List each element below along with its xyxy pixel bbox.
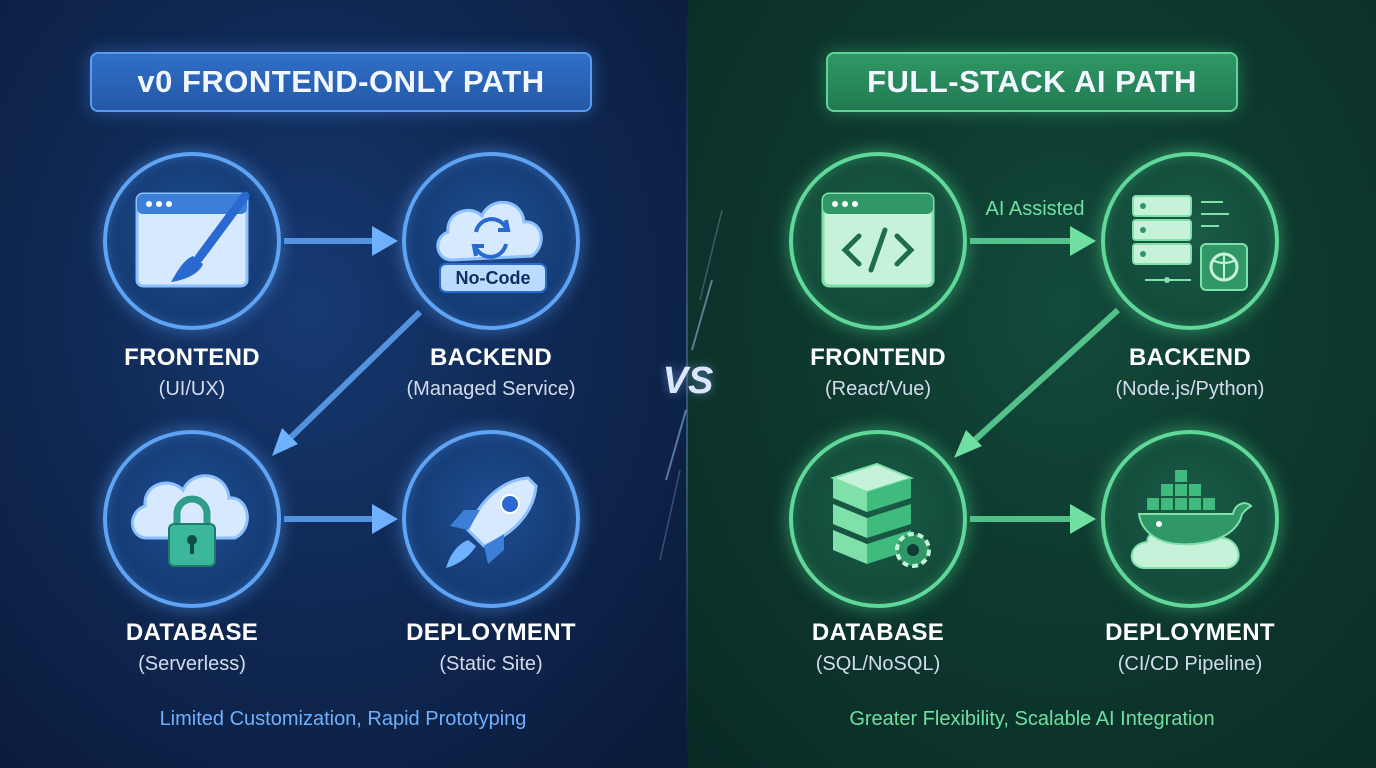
right-backend-title: BACKEND (1128, 344, 1252, 371)
right-deployment-node (1101, 430, 1279, 608)
right-deployment-title: DEPLOYMENT (1105, 619, 1275, 646)
docker-whale-cloud-icon (1130, 470, 1253, 569)
left-frontend-subtitle: (UI/UX) (158, 378, 226, 400)
right-path-title: FULL-STACK AI PATH (826, 52, 1238, 112)
right-footer-caption: Greater Flexibility, Scalable AI Integra… (849, 708, 1215, 730)
left-database-title: DATABASE (125, 619, 259, 646)
no-code-badge: No-Code (455, 268, 531, 288)
cloud-lock-icon (131, 474, 249, 567)
left-database-subtitle: (Serverless) (138, 653, 246, 675)
left-backend-subtitle: (Managed Service) (406, 378, 576, 400)
right-database-subtitle: (SQL/NoSQL) (815, 653, 941, 675)
left-deployment-label: DEPLOYMENT (Static Site) (371, 619, 611, 676)
right-deployment-subtitle: (CI/CD Pipeline) (1117, 653, 1263, 675)
left-frontend-label: FRONTEND (UI/UX) (72, 344, 312, 401)
server-ai-chip-icon (1132, 195, 1248, 291)
right-frontend-node (789, 152, 967, 330)
left-deployment-node (402, 430, 580, 608)
left-backend-title: BACKEND (429, 344, 553, 371)
center-divider (686, 0, 688, 768)
left-frontend-title: FRONTEND (124, 344, 260, 371)
left-footer-caption: Limited Customization, Rapid Prototyping (159, 708, 527, 730)
left-backend-label: BACKEND (Managed Service) (371, 344, 611, 401)
left-frontend-node (103, 152, 281, 330)
right-backend-node (1101, 152, 1279, 330)
database-gear-icon (830, 462, 931, 568)
browser-paintbrush-icon (135, 191, 250, 288)
right-frontend-label: FRONTEND (React/Vue) (758, 344, 998, 401)
left-arrow-frontend-to-backend (284, 226, 398, 256)
right-backend-subtitle: (Node.js/Python) (1115, 378, 1265, 400)
right-database-label: DATABASE (SQL/NoSQL) (758, 619, 998, 676)
right-database-title: DATABASE (811, 619, 945, 646)
cloud-sync-icon (436, 200, 547, 293)
right-arrow-backend-to-database (954, 307, 1121, 458)
left-deployment-subtitle: (Static Site) (439, 653, 543, 675)
right-database-node (789, 430, 967, 608)
right-panel (688, 0, 1376, 768)
left-deployment-title: DEPLOYMENT (406, 619, 576, 646)
right-arrow-database-to-deployment (970, 504, 1096, 534)
vs-label: VS (662, 360, 714, 402)
left-backend-node: No-Code (402, 152, 580, 330)
left-arrow-backend-to-database (272, 309, 423, 456)
right-arrow-frontend-to-backend (970, 226, 1096, 256)
right-deployment-label: DEPLOYMENT (CI/CD Pipeline) (1070, 619, 1310, 676)
right-frontend-subtitle: (React/Vue) (825, 378, 931, 400)
right-frontend-title: FRONTEND (810, 344, 946, 371)
rocket-icon (446, 476, 538, 568)
browser-code-icon (821, 192, 935, 288)
left-database-node (103, 430, 281, 608)
left-database-label: DATABASE (Serverless) (72, 619, 312, 676)
right-backend-label: BACKEND (Node.js/Python) (1070, 344, 1310, 401)
left-arrow-database-to-deployment (284, 504, 398, 534)
left-path-title: v0 FRONTEND-ONLY PATH (90, 52, 592, 112)
ai-assisted-label: AI Assisted (985, 198, 1085, 220)
